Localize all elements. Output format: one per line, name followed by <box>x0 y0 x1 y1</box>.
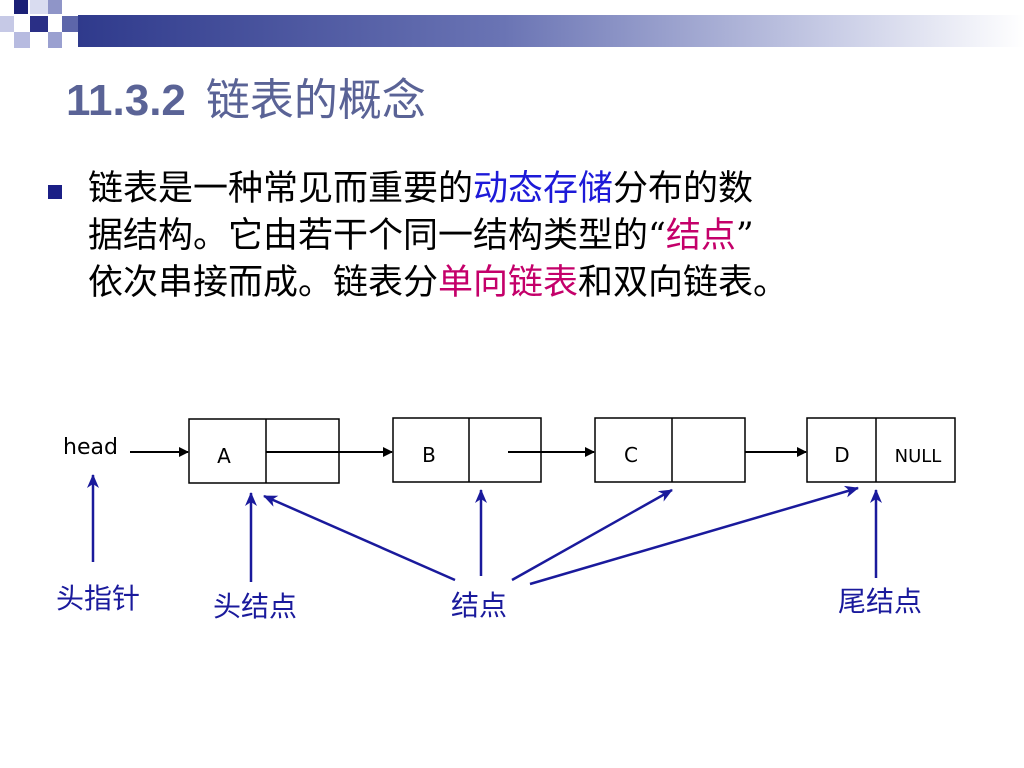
text-segment: 依次串接而成。链表分 <box>88 263 439 303</box>
highlight-node: 结点 <box>665 216 736 256</box>
node-b-data: B <box>422 443 436 467</box>
paragraph-line-2: 据结构。它由若干个同一结构类型的“结点” <box>88 213 988 260</box>
node-d: D NULL <box>806 417 956 483</box>
highlight-dynamic-storage: 动态存储 <box>473 169 614 209</box>
highlight-singly-linked-list: 单向链表 <box>438 263 579 303</box>
label-tail-node: 尾结点 <box>838 585 923 618</box>
bullet-icon <box>48 185 62 199</box>
slide-title: 11.3.2 链表的概念 <box>66 64 426 128</box>
node-arrow-to-d <box>529 485 859 586</box>
title-bar <box>78 15 1024 47</box>
label-head-node: 头结点 <box>213 590 298 623</box>
node-arrow-to-c <box>511 488 673 582</box>
paragraph-line-3: 依次串接而成。链表分单向链表和双向链表。 <box>88 260 988 307</box>
node-a-data: A <box>217 444 231 468</box>
node-arrow-to-a <box>263 494 456 582</box>
head-label: head <box>63 435 118 460</box>
label-head-pointer: 头指针 <box>56 582 141 615</box>
text-segment: 和双向链表。 <box>578 263 789 303</box>
section-title: 链表的概念 <box>205 75 426 126</box>
paragraph: 链表是一种常见而重要的动态存储分布的数 据结构。它由若干个同一结构类型的“结点”… <box>88 166 988 307</box>
text-segment: ” <box>735 216 754 256</box>
node-d-next-null: NULL <box>895 446 942 467</box>
node-c-data: C <box>624 443 638 467</box>
label-node: 结点 <box>451 589 508 622</box>
text-segment: 链表是一种常见而重要的 <box>88 169 474 209</box>
section-number: 11.3.2 <box>66 76 186 125</box>
text-segment: 据结构。它由若干个同一结构类型的“ <box>88 216 666 256</box>
node-b: B <box>392 417 542 483</box>
node-a: A <box>188 418 340 484</box>
paragraph-line-1: 链表是一种常见而重要的动态存储分布的数 <box>88 166 988 213</box>
node-d-data: D <box>834 443 849 467</box>
text-segment: 分布的数 <box>613 169 754 209</box>
node-c: C <box>594 417 746 483</box>
corner-decoration <box>0 0 80 60</box>
